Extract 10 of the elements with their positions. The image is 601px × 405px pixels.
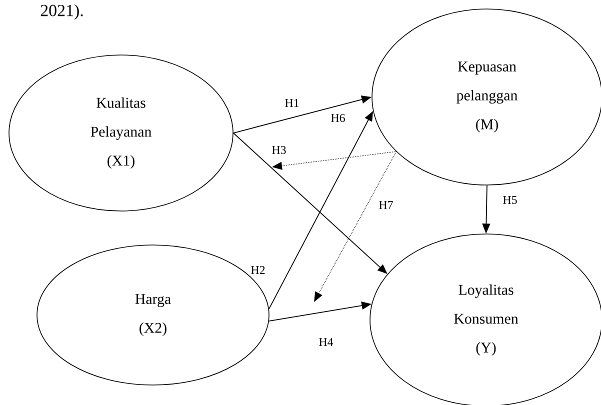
edge-label: H7 <box>379 201 393 209</box>
hypothesis-label: H6 <box>331 114 345 122</box>
edge-label: H1 <box>285 99 299 107</box>
edge-label: H4 <box>319 338 334 346</box>
edge-label: H5 <box>503 196 517 204</box>
ellipse-node: Kualitas Pelayanan (X1) <box>8 54 234 212</box>
text-fragment: 2021). <box>40 4 83 20</box>
arrow <box>314 151 397 302</box>
edge-label: H3 <box>272 146 286 154</box>
edge-label: H2 <box>251 266 265 274</box>
